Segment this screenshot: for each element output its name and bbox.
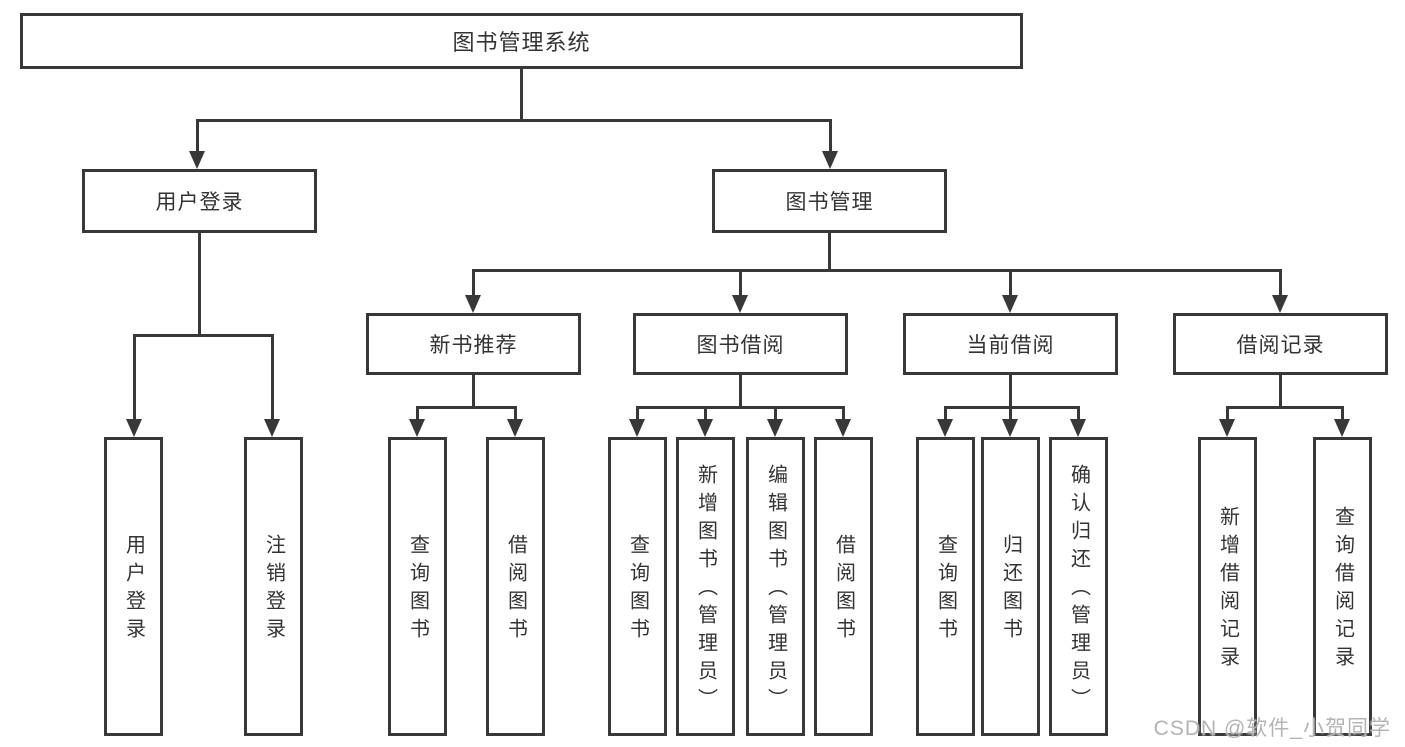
connector-line [1009, 406, 1012, 421]
arrowhead-down [264, 419, 280, 437]
leaf-logout: 注销登录 [244, 437, 303, 736]
connector-line [739, 375, 742, 409]
connector-line [739, 269, 742, 297]
arrowhead-down [1272, 295, 1288, 313]
connector-line [1009, 375, 1012, 409]
connector-line [472, 375, 475, 409]
leaf-query-books-borrowing: 查询图书 [608, 437, 667, 736]
node-borrowing-records: 借阅记录 [1173, 313, 1388, 375]
node-user-login: 用户登录 [82, 169, 317, 233]
connector-line [1077, 406, 1080, 421]
connector-line [636, 406, 845, 409]
leaf-query-books-current: 查询图书 [916, 437, 975, 736]
connector-line [704, 406, 707, 421]
leaf-add-books-admin: 新增图书（管理员） [676, 437, 735, 736]
arrowhead-down [937, 419, 953, 437]
arrowhead-down [507, 419, 523, 437]
arrowhead-down [697, 419, 713, 437]
arrowhead-down [1219, 419, 1235, 437]
connector-line [472, 269, 1282, 272]
connector-line [196, 119, 199, 153]
connector-line [1279, 375, 1282, 409]
leaf-query-books-recommend: 查询图书 [388, 437, 447, 736]
connector-line [1226, 406, 1344, 409]
connector-line [1226, 406, 1229, 421]
arrowhead-down [465, 295, 481, 313]
connector-line [774, 406, 777, 421]
arrowhead-down [126, 419, 142, 437]
connector-line [1279, 269, 1282, 297]
leaf-edit-books-admin: 编辑图书（管理员） [746, 437, 805, 736]
connector-line [472, 269, 475, 297]
connector-line [514, 406, 517, 421]
connector-line [416, 406, 517, 409]
connector-line [636, 406, 639, 421]
arrowhead-down [1334, 419, 1350, 437]
node-book-borrowing: 图书借阅 [633, 313, 848, 375]
leaf-user-login: 用户登录 [104, 437, 163, 736]
arrowhead-down [409, 419, 425, 437]
node-book-management: 图书管理 [712, 169, 947, 233]
leaf-borrow-books: 借阅图书 [814, 437, 873, 736]
node-new-book-recommendation: 新书推荐 [366, 313, 581, 375]
arrowhead-down [822, 151, 838, 169]
connector-line [520, 69, 523, 121]
arrowhead-down [1070, 419, 1086, 437]
node-library-management-system: 图书管理系统 [20, 13, 1023, 69]
connector-line [133, 334, 274, 337]
arrowhead-down [189, 151, 205, 169]
connector-line [416, 406, 419, 421]
csdn-watermark: CSDN @软件_小贺同学 [1153, 717, 1391, 740]
connector-line [944, 406, 947, 421]
leaf-query-borrow-record: 查询借阅记录 [1313, 437, 1372, 736]
connector-line [1009, 269, 1012, 297]
arrowhead-down [1002, 295, 1018, 313]
connector-line [133, 334, 136, 420]
connector-line [271, 334, 274, 420]
connector-line [1341, 406, 1344, 421]
leaf-add-borrow-record: 新增借阅记录 [1198, 437, 1257, 736]
connector-line [842, 406, 845, 421]
leaf-confirm-return-admin: 确认归还（管理员） [1049, 437, 1108, 736]
arrowhead-down [629, 419, 645, 437]
node-current-borrowing: 当前借阅 [903, 313, 1118, 375]
connector-line [198, 233, 201, 337]
arrowhead-down [1002, 419, 1018, 437]
arrowhead-down [732, 295, 748, 313]
leaf-borrow-books-recommend: 借阅图书 [486, 437, 545, 736]
connector-line [944, 406, 1080, 409]
arrowhead-down [767, 419, 783, 437]
connector-line [829, 119, 832, 153]
leaf-return-books: 归还图书 [981, 437, 1040, 736]
arrowhead-down [835, 419, 851, 437]
connector-line [196, 119, 832, 122]
connector-line [828, 233, 831, 272]
